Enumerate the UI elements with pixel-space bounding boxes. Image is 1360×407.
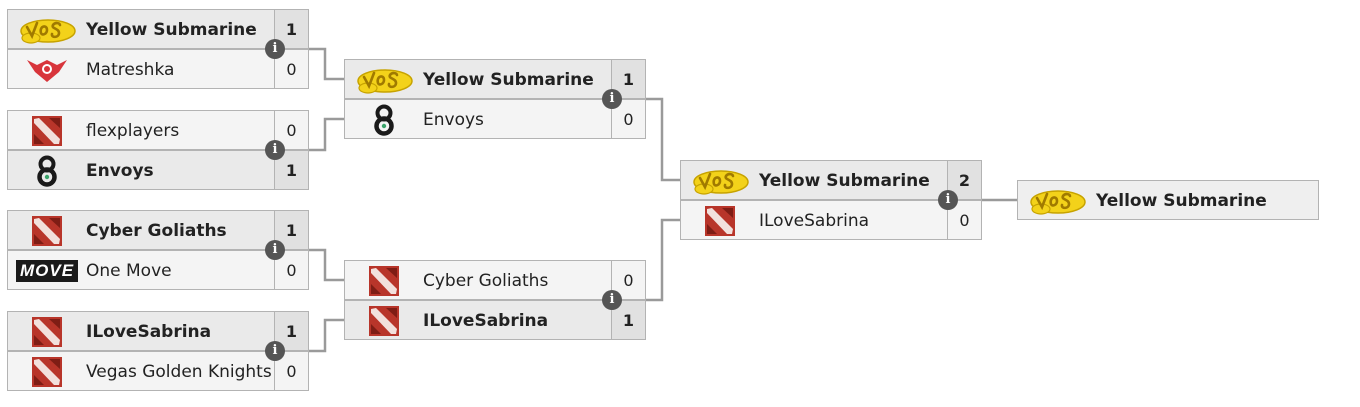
yellow-submarine-logo-icon: [16, 14, 78, 46]
one-move-logo-text: MOVE: [15, 260, 79, 282]
yellow-submarine-logo-icon: [353, 64, 415, 96]
connector-line: [309, 248, 344, 282]
matreshka-logo-icon: [16, 54, 78, 86]
team-name: Cyber Goliaths: [86, 221, 227, 241]
yellow-submarine-logo-icon: [689, 165, 751, 197]
team-score: 0: [274, 111, 308, 149]
envoys-logo-icon: [16, 155, 78, 187]
team-name: Yellow Submarine: [423, 70, 594, 90]
team-name: ILoveSabrina: [759, 211, 870, 231]
match-info-icon[interactable]: i: [265, 240, 285, 260]
match-info-icon[interactable]: i: [938, 190, 958, 210]
one-move-logo-icon: MOVE: [15, 255, 79, 287]
team-score: 0: [274, 251, 308, 289]
connector-line: [646, 97, 680, 182]
team-score: 0: [611, 100, 645, 138]
team-name: Vegas Golden Knights: [86, 362, 272, 382]
team-name: ILoveSabrina: [423, 311, 549, 331]
team-name: Yellow Submarine: [759, 171, 930, 191]
match-info-icon[interactable]: i: [265, 341, 285, 361]
champion-slot[interactable]: Yellow Submarine: [1017, 180, 1319, 220]
match-info-icon[interactable]: i: [265, 39, 285, 59]
team-slot-bot[interactable]: Envoys 0: [344, 99, 646, 139]
team-name: Yellow Submarine: [86, 20, 257, 40]
team-name: Matreshka: [86, 60, 175, 80]
dota-logo-icon: [16, 115, 78, 147]
team-score: 0: [611, 261, 645, 299]
dota-logo-icon: [16, 356, 78, 388]
dota-logo-icon: [353, 305, 415, 337]
team-slot-top[interactable]: flexplayers 0: [7, 110, 309, 150]
match-info-icon[interactable]: i: [602, 89, 622, 109]
team-slot-bot[interactable]: Matreshka 0: [7, 49, 309, 89]
team-slot-bot[interactable]: ILoveSabrina 0: [680, 200, 982, 240]
connector-line: [646, 218, 680, 302]
champion-name: Yellow Submarine: [1096, 191, 1267, 211]
team-name: flexplayers: [86, 121, 180, 141]
team-slot-bot[interactable]: MOVE One Move 0: [7, 250, 309, 290]
team-name: Cyber Goliaths: [423, 271, 549, 291]
dota-logo-icon: [353, 265, 415, 297]
match-info-icon[interactable]: i: [265, 140, 285, 160]
connector-line: [309, 47, 344, 81]
team-name: ILoveSabrina: [86, 322, 212, 342]
connector-line: [309, 318, 344, 353]
dota-logo-icon: [16, 215, 78, 247]
team-name: Envoys: [423, 110, 484, 130]
team-score: 0: [274, 352, 308, 390]
team-name: One Move: [86, 261, 172, 281]
team-score: 0: [274, 50, 308, 88]
team-name: Envoys: [86, 161, 154, 181]
yellow-submarine-logo-icon: [1026, 185, 1088, 217]
team-slot-top[interactable]: Cyber Goliaths 0: [344, 260, 646, 300]
connector-line: [309, 117, 344, 152]
envoys-logo-icon: [353, 104, 415, 136]
dota-logo-icon: [689, 205, 751, 237]
team-score: 0: [947, 201, 981, 239]
match-info-icon[interactable]: i: [602, 290, 622, 310]
dota-logo-icon: [16, 316, 78, 348]
